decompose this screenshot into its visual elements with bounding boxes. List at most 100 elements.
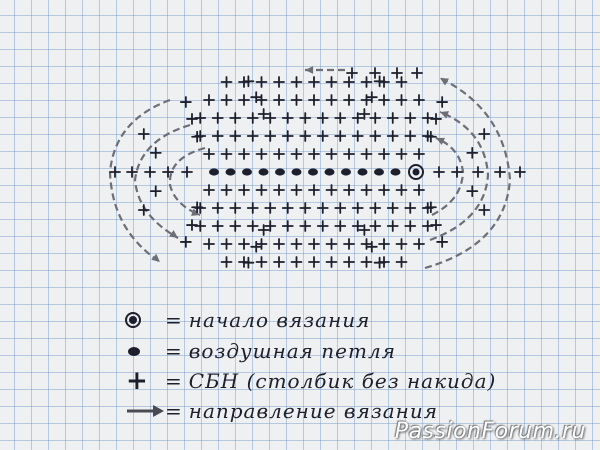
single-crochet-stitch xyxy=(179,236,192,248)
single-crochet-stitch xyxy=(149,185,162,198)
single-crochet-stitch xyxy=(273,184,285,196)
single-crochet-stitch xyxy=(264,130,277,142)
single-crochet-stitch xyxy=(413,184,425,196)
single-crochet-stitch xyxy=(436,96,449,108)
single-crochet-stitch xyxy=(395,184,408,196)
single-crochet-stitch xyxy=(290,184,303,196)
single-crochet-stitch xyxy=(191,201,204,214)
legend-row-single-crochet: + = СБН (столбик без накида) xyxy=(125,368,496,394)
single-crochet-stitch xyxy=(343,148,355,160)
single-crochet-stitch xyxy=(514,166,526,178)
plus-icon: + xyxy=(126,366,149,396)
single-crochet-stitch xyxy=(343,94,355,106)
single-crochet-stitch xyxy=(334,112,347,124)
start-ring xyxy=(408,164,424,180)
single-crochet-stitch xyxy=(273,256,285,268)
single-crochet-stitch xyxy=(351,130,364,142)
single-crochet-stitch xyxy=(308,148,320,160)
single-crochet-stitch xyxy=(316,202,329,214)
single-crochet-stitch xyxy=(203,184,215,196)
chain-stitch xyxy=(324,168,335,176)
single-crochet-stitch xyxy=(478,204,491,216)
single-crochet-stitch xyxy=(494,166,506,178)
single-crochet-stitch xyxy=(325,94,338,106)
single-crochet-stitch xyxy=(466,185,479,198)
single-crochet-stitch xyxy=(360,148,373,160)
chain-stitch xyxy=(225,168,236,176)
chain-stitches xyxy=(209,168,401,176)
single-crochet-stitch xyxy=(421,112,434,124)
single-crochet-stitch xyxy=(273,76,285,88)
single-crochet-stitch xyxy=(273,94,285,106)
arrow-icon xyxy=(127,405,164,417)
arrow-head xyxy=(151,253,160,262)
arrow-head xyxy=(440,111,449,119)
single-crochet-stitch xyxy=(257,108,270,120)
legend-row-direction: = направление вязания xyxy=(125,398,438,424)
legend-label-direction: направление вязания xyxy=(188,399,438,423)
single-crochet-stitch xyxy=(162,166,174,178)
single-crochet-stitch xyxy=(334,220,347,232)
single-crochet-stitch xyxy=(255,184,268,196)
single-crochet-stitch xyxy=(378,148,390,160)
single-crochet-stitch xyxy=(358,224,371,236)
start-of-knitting-icon xyxy=(125,312,141,328)
single-crochet-stitch xyxy=(391,67,403,79)
single-crochet-stitch xyxy=(203,148,215,160)
single-crochet-stitch xyxy=(308,76,320,88)
single-crochet-stitch xyxy=(126,166,138,178)
single-crochet-stitch xyxy=(334,130,347,142)
arrow-head xyxy=(436,137,445,145)
single-crochet-stitch xyxy=(413,148,425,160)
single-crochet-stitch xyxy=(325,238,338,250)
single-crochet-stitch xyxy=(373,75,386,88)
single-crochet-stitch xyxy=(413,94,425,106)
single-crochet-stitch xyxy=(144,166,156,178)
single-crochet-stitch xyxy=(351,112,364,124)
legend-equals: = xyxy=(165,339,183,363)
single-crochet-stitch xyxy=(290,76,303,88)
single-crochet-stitch xyxy=(242,75,255,88)
single-crochet-stitch xyxy=(433,166,445,178)
chain-stitch xyxy=(390,168,401,176)
single-crochet-stitch xyxy=(451,166,463,178)
chain-stitch xyxy=(357,168,368,176)
start-dot xyxy=(412,168,420,176)
single-crochet-stitch xyxy=(351,220,364,232)
single-crochet-stitch xyxy=(281,130,294,142)
chain-stitch xyxy=(308,168,318,176)
single-crochet-stitch xyxy=(255,76,268,88)
single-crochet-stitch xyxy=(316,112,329,124)
single-crochet-stitch xyxy=(109,166,121,178)
single-crochet-stitch xyxy=(149,146,162,159)
legend-equals: = xyxy=(165,399,183,423)
legend-label-single-crochet: СБН (столбик без накида) xyxy=(188,369,497,393)
single-crochet-stitch xyxy=(229,202,242,214)
single-crochet-stitch xyxy=(229,220,242,232)
legend-row-start: = начало вязания xyxy=(125,307,370,333)
single-crochet-stitches xyxy=(109,67,526,269)
single-crochet-stitch xyxy=(358,108,371,120)
single-crochet-stitch xyxy=(203,238,215,250)
single-crochet-stitch xyxy=(395,94,408,106)
single-crochet-stitch xyxy=(246,202,259,214)
single-crochet-stitch xyxy=(360,256,373,268)
single-crochet-stitch xyxy=(273,148,285,160)
single-crochet-stitch xyxy=(211,220,224,232)
single-crochet-stitch xyxy=(343,238,355,250)
legend-label-chain: воздушная петля xyxy=(188,339,396,363)
arrow-head xyxy=(169,230,178,238)
single-crochet-stitch xyxy=(386,112,399,124)
direction-arrow xyxy=(429,110,490,242)
legend-equals: = xyxy=(165,308,183,332)
single-crochet-stitch xyxy=(229,112,242,124)
single-crochet-stitch xyxy=(369,67,381,79)
single-crochet-stitch xyxy=(203,94,215,106)
direction-arrow xyxy=(431,136,465,216)
single-crochet-stitch xyxy=(186,113,198,125)
single-crochet-stitch xyxy=(395,76,408,88)
single-crochet-stitch xyxy=(413,238,425,250)
single-crochet-stitch xyxy=(378,94,390,106)
